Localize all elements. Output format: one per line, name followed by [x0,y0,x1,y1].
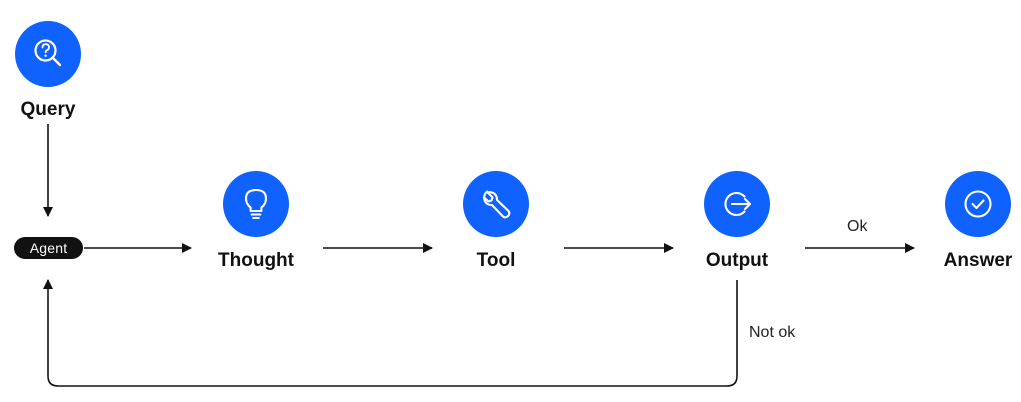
search-question-icon [34,39,62,67]
answer-label: Answer [943,250,1013,271]
thought-label: Thought [218,250,294,271]
exit-arrow-icon [724,192,752,216]
tool-circle [463,171,529,237]
query-circle [15,21,81,87]
output-circle [704,171,770,237]
thought-circle [223,171,289,237]
checkmark-icon [964,190,992,218]
output-label: Output [705,250,769,271]
not-ok-edge-label: Not ok [749,324,796,341]
arrow-output-loop-back-to-agent [43,279,738,387]
query-label: Query [20,99,76,120]
wrench-icon [482,190,511,219]
ok-edge-label: Ok [847,218,868,235]
agent-node: Agent [14,237,83,259]
tool-label: Tool [476,250,516,271]
answer-circle [945,171,1011,237]
lightbulb-icon [244,188,268,220]
